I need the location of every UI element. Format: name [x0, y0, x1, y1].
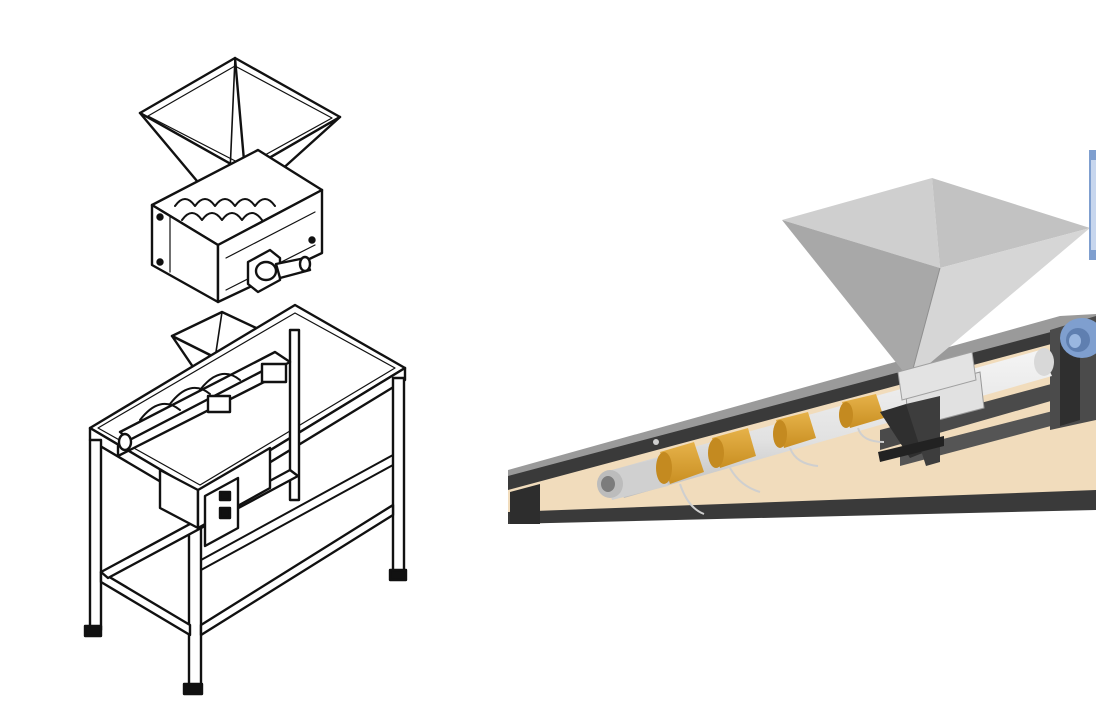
shaded-render-panel — [508, 150, 1096, 524]
frame-rail-near — [508, 490, 1096, 524]
motor-frame-edge — [1089, 150, 1096, 260]
hopper-bracket — [878, 371, 985, 466]
shredder-box — [150, 148, 324, 304]
motor-mount — [1050, 316, 1096, 430]
hopper-render — [782, 178, 1090, 401]
extruder-barrel — [116, 350, 292, 458]
control-box — [158, 446, 272, 548]
line-drawing-panel — [83, 56, 408, 696]
heater-bands — [656, 394, 884, 484]
